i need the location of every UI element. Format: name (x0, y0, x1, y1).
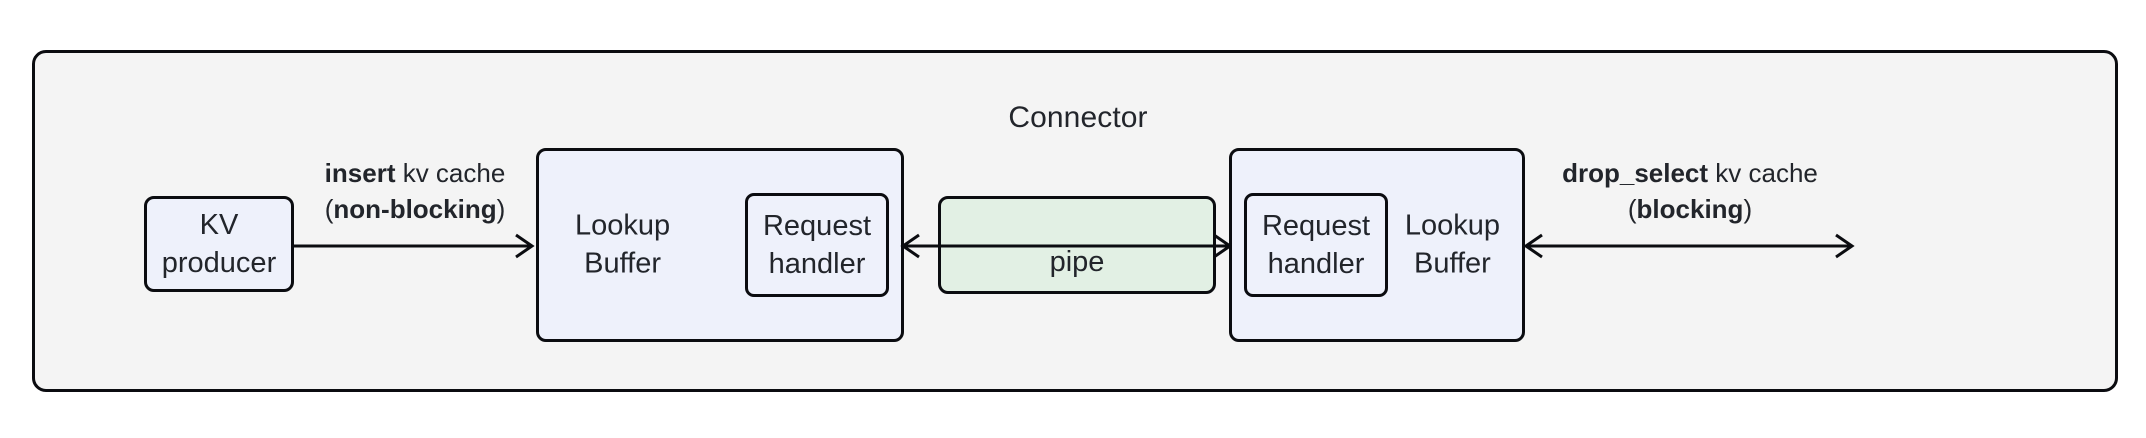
arrow-pipe-to-right (938, 233, 1233, 259)
node-request-handler-left[interactable]: Request handler (745, 193, 889, 297)
request-handler-left-line2: handler (768, 248, 866, 280)
node-kv-producer[interactable]: KV producer (144, 196, 294, 292)
edge-label-drop-rest: kv cache (1708, 158, 1818, 188)
edge-label-insert-rest: kv cache (395, 158, 506, 188)
edge-label-insert-bold: insert (324, 158, 396, 188)
request-handler-right-line2: handler (1267, 248, 1365, 280)
pipe-label: pipe (1049, 245, 1105, 278)
kv-producer-line2: producer (161, 247, 277, 279)
lookup-buffer-left-line1: Lookup (575, 209, 671, 242)
edge-label-insert-mode: non-blocking (333, 193, 497, 224)
edge-label-drop-bold: drop_select (1562, 158, 1709, 188)
arrow-drop-select (1523, 233, 1855, 259)
lookup-buffer-left-label: Lookup Buffer (575, 207, 670, 284)
edge-label-drop-line2: (blocking) (1530, 192, 1850, 228)
edge-label-insert-open: ( (324, 193, 334, 224)
edge-label-drop-close: ) (1743, 193, 1753, 224)
arrow-insert (294, 233, 535, 259)
lookup-buffer-right-line1: Lookup (1404, 209, 1500, 242)
edge-label-insert: insert kv cache (non-blocking) (290, 156, 540, 228)
edge-label-drop-line1: drop_select kv cache (1530, 156, 1850, 192)
lookup-buffer-right-label: Lookup Buffer (1405, 207, 1500, 284)
edge-label-insert-close: ) (496, 193, 506, 224)
edge-label-drop-select: drop_select kv cache (blocking) (1530, 156, 1850, 228)
connector-title: Connector (1008, 101, 1148, 134)
lookup-buffer-left-line2: Buffer (584, 248, 661, 280)
edge-label-insert-line1: insert kv cache (290, 156, 540, 192)
lookup-buffer-right-line2: Buffer (1413, 248, 1491, 280)
node-request-handler-right[interactable]: Request handler (1244, 193, 1388, 297)
edge-label-drop-open: ( (1627, 193, 1637, 224)
edge-label-drop-mode: blocking (1636, 193, 1744, 224)
kv-producer-line1: KV (199, 208, 239, 241)
node-lookup-buffer-left[interactable]: Lookup Buffer Request handler (536, 148, 904, 342)
node-lookup-buffer-right[interactable]: Lookup Buffer Request handler (1229, 148, 1525, 342)
request-handler-left-line1: Request (762, 209, 871, 242)
request-handler-right-line1: Request (1261, 209, 1370, 242)
edge-label-insert-line2: (non-blocking) (290, 192, 540, 228)
